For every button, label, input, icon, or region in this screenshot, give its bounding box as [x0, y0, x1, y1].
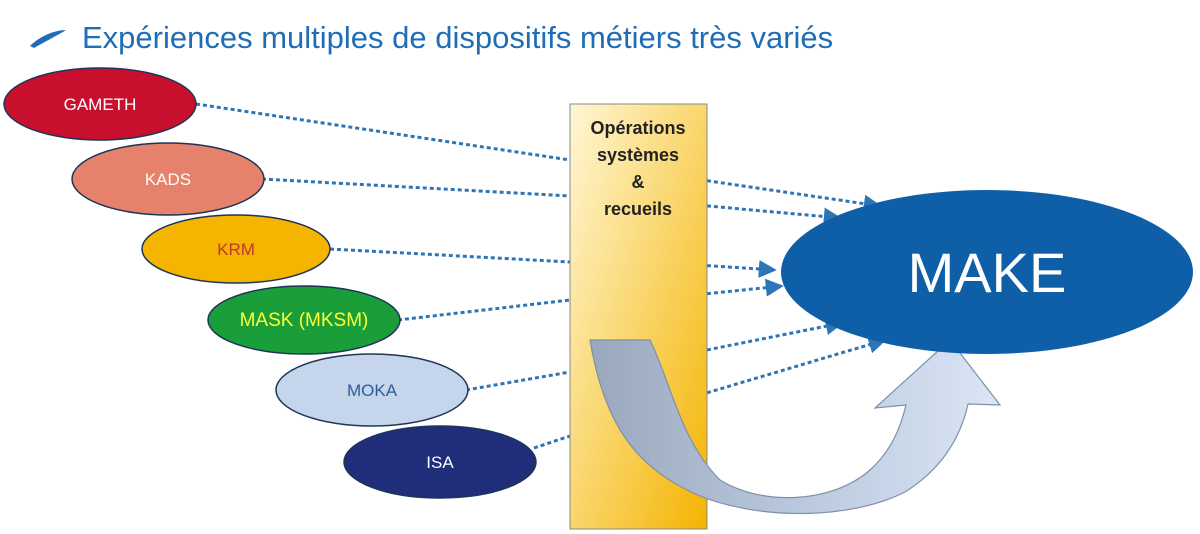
process-box-line: &	[632, 172, 645, 192]
connector-arrow-out	[706, 317, 844, 352]
method-label: MASK (MKSM)	[240, 310, 369, 331]
method-label: GAMETH	[64, 95, 137, 114]
connector-lines	[195, 102, 887, 450]
method-label: KADS	[145, 170, 191, 189]
connector-line-in	[195, 102, 571, 162]
method-label: ISA	[426, 453, 454, 472]
connector-line-in	[261, 177, 571, 198]
connector-line-in	[533, 434, 571, 450]
connector-line-in	[397, 298, 571, 322]
method-ellipses: GAMETH KADS KRM MASK (MKSM) MOKA ISA	[3, 67, 537, 499]
connector-line-in	[329, 247, 571, 264]
page-title: Expériences multiples de dispositifs mét…	[82, 20, 833, 55]
connector-arrow-out	[706, 259, 777, 278]
method-ellipse	[3, 67, 197, 141]
make-label: MAKE	[908, 241, 1067, 304]
method-ellipse	[207, 285, 401, 355]
brush-stroke-icon	[30, 30, 66, 48]
connector-arrow-out	[706, 335, 887, 395]
make-ellipse	[781, 190, 1193, 354]
method-label: KRM	[217, 240, 255, 259]
curved-arrow	[589, 339, 1002, 515]
method-ellipse	[275, 353, 469, 427]
method-ellipse	[141, 214, 331, 284]
connector-arrow-out	[706, 278, 784, 297]
method-label: MOKA	[347, 381, 398, 400]
process-box-line: recueils	[604, 199, 672, 219]
method-ellipse	[343, 425, 537, 499]
process-box-label: Opérations systèmes & recueils	[590, 118, 685, 219]
process-box-line: systèmes	[597, 145, 679, 165]
process-box-line: Opérations	[590, 118, 685, 138]
method-ellipse	[71, 142, 265, 216]
connector-line-in	[465, 370, 571, 392]
connector-arrow-out	[706, 179, 882, 213]
connector-arrow-out	[706, 204, 842, 226]
